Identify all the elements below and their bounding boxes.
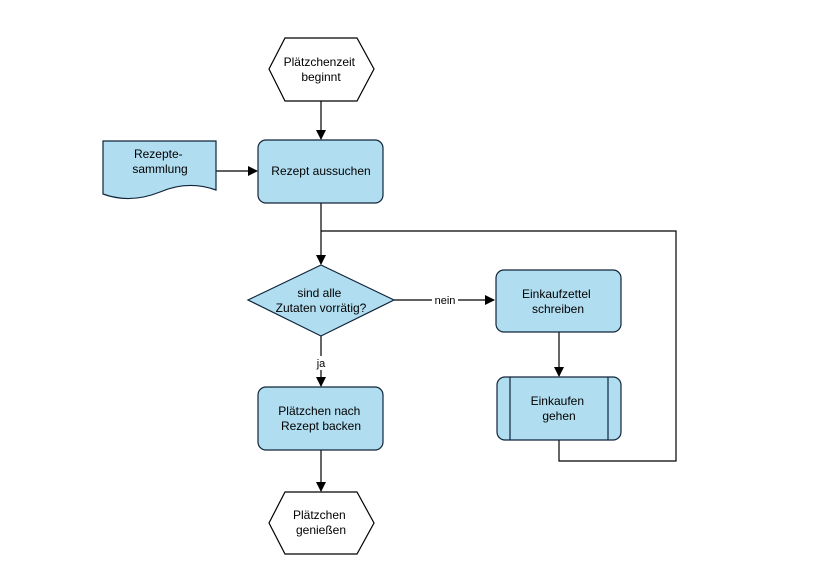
- node-recipes: Rezepte- sammlung: [102, 140, 217, 200]
- edge-shop-loop-back: [321, 230, 677, 462]
- node-start: Plätzchenzeit beginnt: [268, 37, 375, 102]
- start-hexagon: [268, 37, 375, 102]
- recipes-label-line-1: Rezepte-: [134, 147, 183, 161]
- bake-label-line-1: Plätzchen nach: [278, 404, 360, 418]
- shopping-list-label-line-1: Einkaufzettel: [522, 287, 591, 301]
- svg-text:Rezepte- sammlung: Rezepte- sammlung: [132, 147, 187, 176]
- go-shopping-label-line-2: gehen: [542, 409, 575, 423]
- node-go-shopping: Einkaufen gehen: [496, 376, 622, 441]
- recipes-document-shape: [102, 140, 217, 200]
- node-decision: sind alle Zutaten vorrätig?: [246, 264, 396, 337]
- recipes-label-line-2: sammlung: [132, 162, 187, 176]
- decision-diamond: [246, 264, 396, 337]
- svg-text:Einkaufen gehen: Einkaufen gehen: [531, 394, 588, 423]
- connectors: [216, 101, 677, 492]
- go-shopping-label-line-1: Einkaufen: [531, 394, 584, 408]
- node-bake: Plätzchen nach Rezept backen: [257, 386, 384, 451]
- svg-text:Plätzchen genießen: Plätzchen genießen: [293, 508, 349, 537]
- edge-label-yes: ja: [316, 358, 326, 370]
- shopping-list-label-line-2: schreiben: [532, 302, 584, 316]
- node-end: Plätzchen genießen: [268, 491, 375, 555]
- start-label-line-2: beginnt: [301, 70, 341, 84]
- shopping-list-box: [495, 269, 622, 333]
- decision-label-line-1: sind alle: [297, 286, 341, 300]
- svg-text:sind alle Zutaten vorrät: sind alle Zutaten vorrätig?: [276, 286, 367, 315]
- svg-text:Plätzchen nach Rezept ba: Plätzchen nach Rezept backen: [278, 404, 363, 433]
- decision-label-line-2: Zutaten vorrätig?: [276, 301, 367, 315]
- node-shopping-list: Einkaufzettel schreiben: [495, 269, 622, 333]
- choose-recipe-label: Rezept aussuchen: [271, 164, 370, 178]
- edge-label-yes-bg: [312, 356, 330, 370]
- start-label-line-1: Plätzchenzeit: [284, 55, 356, 69]
- end-label-line-1: Plätzchen: [293, 508, 346, 522]
- end-label-line-2: genießen: [296, 523, 346, 537]
- node-choose-recipe: Rezept aussuchen: [257, 139, 384, 204]
- bake-box: [257, 386, 384, 451]
- choose-recipe-box: [257, 139, 384, 204]
- edge-label-no-bg: [432, 293, 458, 307]
- edge-label-no: nein: [435, 295, 456, 307]
- svg-text:Plätzchenzeit beginnt: Plätzchenzeit beginnt: [284, 55, 359, 84]
- svg-text:Einkaufzettel schreiben: Einkaufzettel schreiben: [522, 287, 594, 316]
- bake-label-line-2: Rezept backen: [281, 419, 361, 433]
- end-hexagon: [268, 491, 375, 555]
- go-shopping-box: [496, 376, 622, 441]
